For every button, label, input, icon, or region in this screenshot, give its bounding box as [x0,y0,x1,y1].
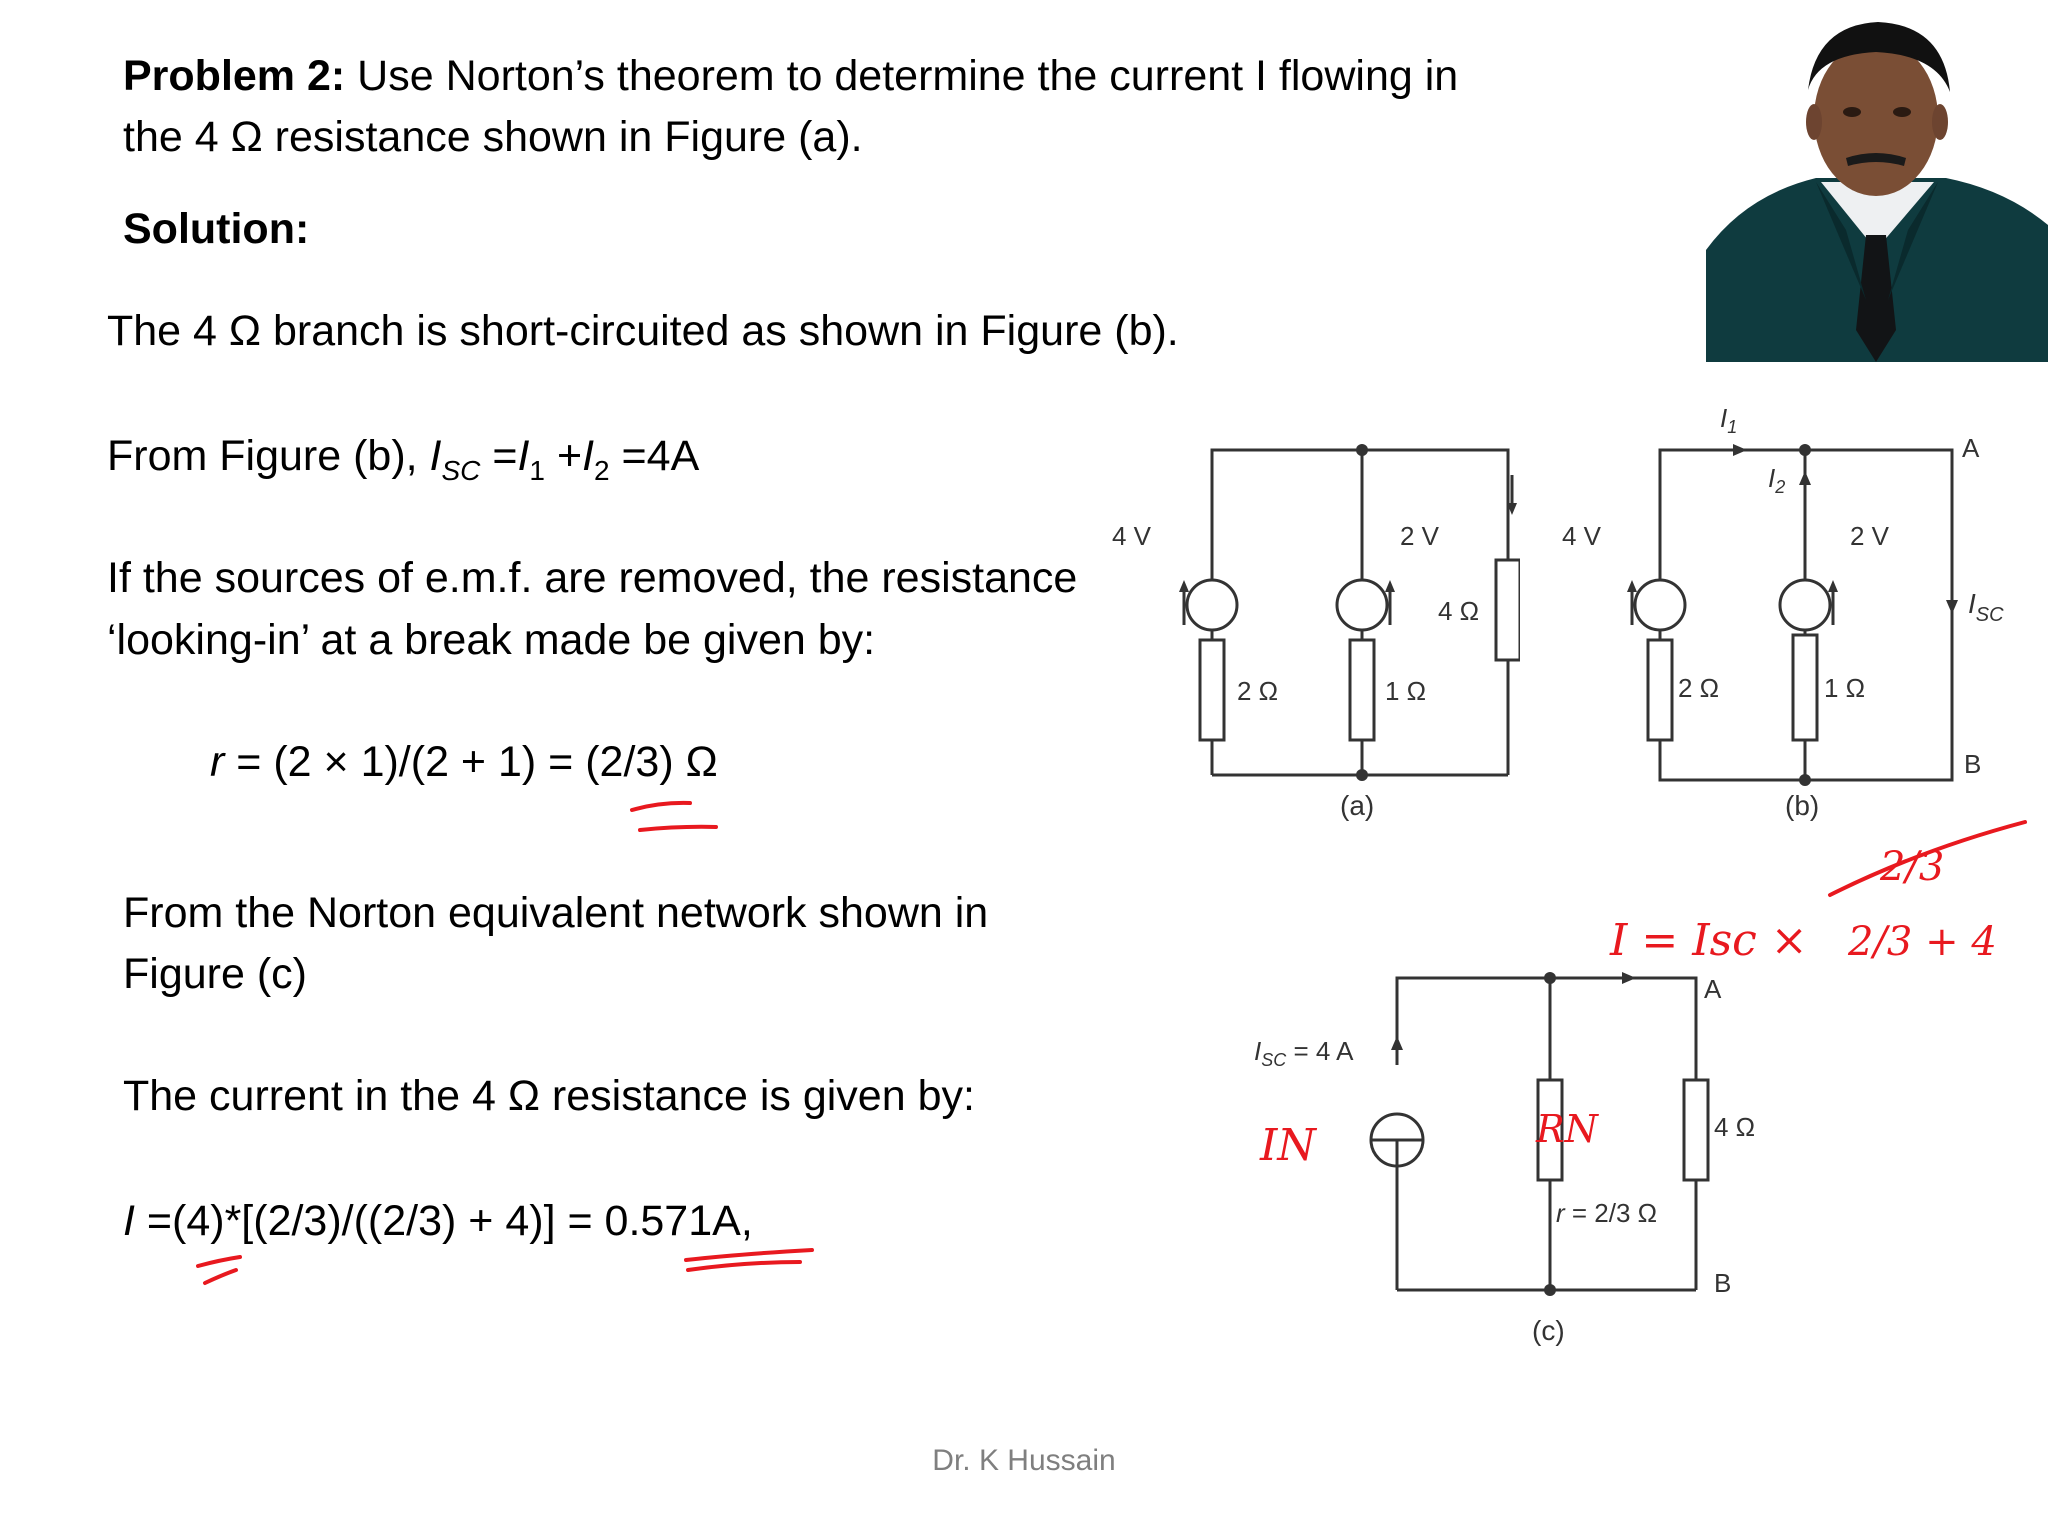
current-line: The current in the 4 Ω resistance is giv… [123,1072,975,1120]
removed-line-1: If the sources of e.m.f. are removed, th… [107,554,1078,602]
figure-c-circuit: ISC = 4 A r = 2/3 Ω 4 Ω A B (c) [1254,972,1755,1346]
figure-a-circuit: 4 V 2 V 2 Ω 1 Ω 4 Ω I (a) [1112,444,1520,821]
fig-b-node-b: B [1964,749,1981,779]
problem-line-2: the 4 Ω resistance shown in Figure (a). [123,113,863,161]
fig-b-i2-label: I2 [1768,463,1785,497]
footer-author: Dr. K Hussain [932,1444,1116,1477]
isc-equation: From Figure (b), ISC =I1 +I2 =4A [107,432,700,486]
fig-b-r1-label: 2 Ω [1678,673,1719,703]
fig-c-isc-label: ISC = 4 A [1254,1036,1354,1070]
fig-b-i1-label: I1 [1720,403,1737,437]
fig-b-v2-label: 2 V [1850,521,1890,551]
fig-c-node-b: B [1714,1268,1731,1298]
fig-a-caption: (a) [1340,790,1374,821]
solution-label: Solution: [123,205,310,253]
fig-a-v2-label: 2 V [1400,521,1440,551]
fig-a-r1-label: 2 Ω [1237,676,1278,706]
fig-b-caption: (b) [1785,790,1819,821]
problem-text-1: Use Norton’s theorem to determine the cu… [345,52,1459,100]
presenter-photo [1706,0,2048,362]
short-circuit-line: The 4 Ω branch is short-circuited as sho… [107,307,1179,355]
fig-b-v1-label: 4 V [1562,521,1602,551]
fig-c-r-label: r = 2/3 Ω [1556,1198,1657,1228]
fig-c-node-a: A [1704,974,1722,1004]
fig-c-caption: (c) [1532,1315,1565,1346]
removed-line-2: ‘looking-in’ at a break made be given by… [107,616,876,664]
fig-a-r3-label: 4 Ω [1438,596,1479,626]
figure-b-circuit: 4 V 2 V 2 Ω 1 Ω I1 I2 ISC A B (b) [1562,403,2004,821]
handwritten-formula-numerator: 2/3 [1879,844,1944,890]
r-equation: r = (2 × 1)/(2 + 1) = (2/3) Ω [210,738,718,786]
fig-b-node-a: A [1962,433,1980,463]
norton-line-1: From the Norton equivalent network shown… [123,889,989,937]
problem-line-1: Problem 2: Use Norton’s theorem to deter… [123,46,1458,106]
norton-line-2: Figure (c) [123,950,307,998]
fig-a-v1-label: 4 V [1112,521,1152,551]
fig-c-r-load-label: 4 Ω [1714,1112,1755,1142]
fig-b-r2-label: 1 Ω [1824,673,1865,703]
handwritten-formula-denominator: 2/3 + 4 [1847,919,1997,965]
fig-a-r2-label: 1 Ω [1385,676,1426,706]
i-equation: I =(4)*[(2/3)/((2/3) + 4)] = 0.571A, [123,1197,753,1245]
problem-label: Problem 2: [123,52,346,100]
fig-b-isc-label: ISC [1968,588,2004,626]
